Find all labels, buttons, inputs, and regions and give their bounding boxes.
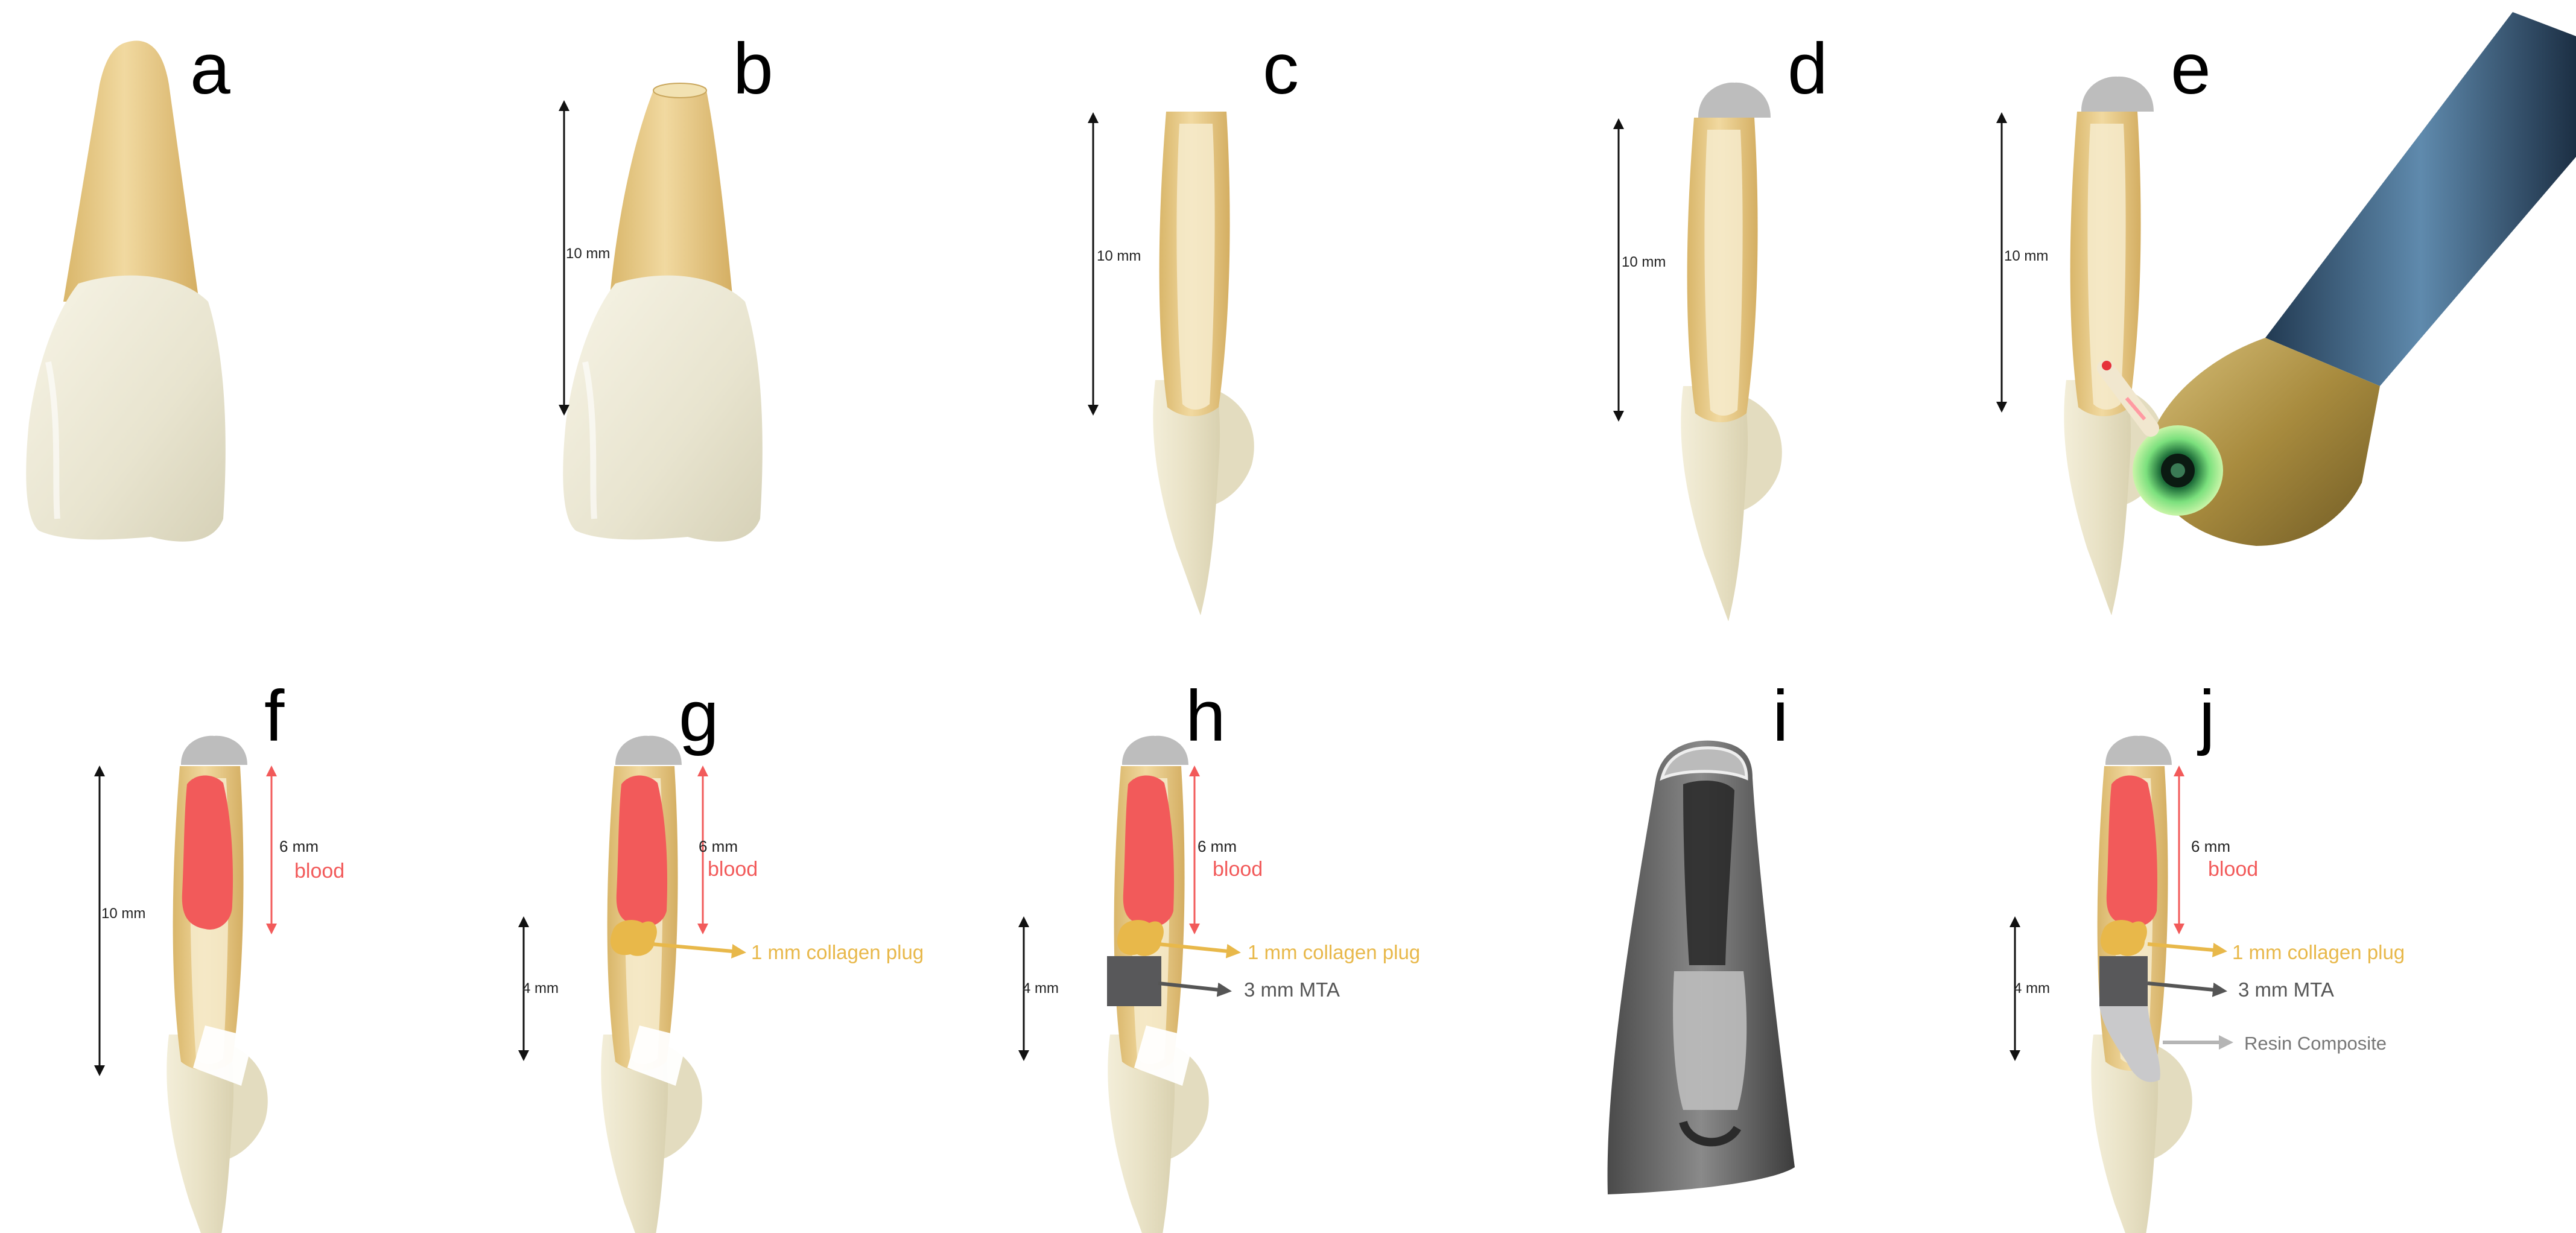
panel-j-plug-height-label: 4 mm [2014, 980, 2050, 997]
radiograph-image [1607, 740, 1795, 1194]
panel-d-letter: d [1788, 28, 1828, 109]
panel-a: a [26, 28, 230, 542]
panel-b-length-label: 10 mm [566, 246, 610, 262]
panel-d: 10 mm d [1613, 28, 1828, 621]
panel-g-blood-height-label: 6 mm [699, 837, 738, 855]
blood-clot [182, 775, 233, 930]
panel-e-length-label: 10 mm [2004, 248, 2048, 264]
collagen-plug [610, 920, 657, 956]
panel-f-blood-height-label: 6 mm [279, 837, 319, 855]
panel-h-plug-height-label: 4 mm [1023, 980, 1059, 997]
panel-h: 4 mm 6 mm blood 1 mm collagen plug 3 mm … [1018, 676, 1420, 1233]
panel-h-collagen-label: 1 mm collagen plug [1248, 941, 1420, 963]
panel-j-blood-label: blood [2208, 858, 2258, 881]
panel-i-letter: i [1772, 676, 1789, 756]
panel-h-mta-label: 3 mm MTA [1244, 978, 1340, 1001]
panel-h-letter: h [1185, 676, 1226, 756]
panel-j-letter: j [2197, 676, 2215, 756]
endodontic-instrument-icon [2097, 12, 2576, 546]
panel-g-collagen-label: 1 mm collagen plug [751, 941, 924, 963]
panel-c-length-label: 10 mm [1097, 248, 1141, 264]
panel-f-letter: f [264, 676, 285, 756]
panel-j: 4 mm 6 mm blood 1 mm collagen plug 3 mm … [2010, 676, 2405, 1233]
panel-j-collagen-label: 1 mm collagen plug [2232, 941, 2405, 963]
panel-f: 10 mm 6 mm blood f [94, 676, 344, 1233]
temporary-cap-icon [1698, 82, 1771, 118]
panel-i: i [1607, 676, 1795, 1194]
panel-g-blood-label: blood [708, 858, 758, 881]
panel-d-length-label: 10 mm [1622, 254, 1666, 270]
panel-e-letter: e [2171, 28, 2211, 109]
panel-j-blood-height-label: 6 mm [2191, 837, 2230, 855]
mta-layer [1107, 956, 1161, 1006]
panel-g-letter: g [679, 676, 719, 756]
panel-c-letter: c [1263, 28, 1299, 109]
panel-g-plug-height-label: 4 mm [522, 980, 559, 997]
panel-h-blood-label: blood [1213, 858, 1263, 881]
panel-j-mta-label: 3 mm MTA [2238, 978, 2334, 1001]
panel-a-letter: a [190, 28, 230, 109]
panel-h-blood-height-label: 6 mm [1198, 837, 1237, 855]
panel-f-length-label: 10 mm [101, 905, 145, 922]
panel-j-resin-label: Resin Composite [2244, 1033, 2387, 1054]
resin-composite-layer [2099, 1006, 2160, 1082]
panel-c: 10 mm c [1088, 28, 1299, 615]
panel-f-blood-label: blood [294, 860, 344, 883]
panel-b-letter: b [733, 28, 773, 109]
panel-e: 10 mm e [1996, 12, 2576, 615]
panel-b: 10 mm b [559, 28, 773, 542]
panel-g: 4 mm 6 mm blood 1 mm collagen plug g [518, 676, 924, 1233]
